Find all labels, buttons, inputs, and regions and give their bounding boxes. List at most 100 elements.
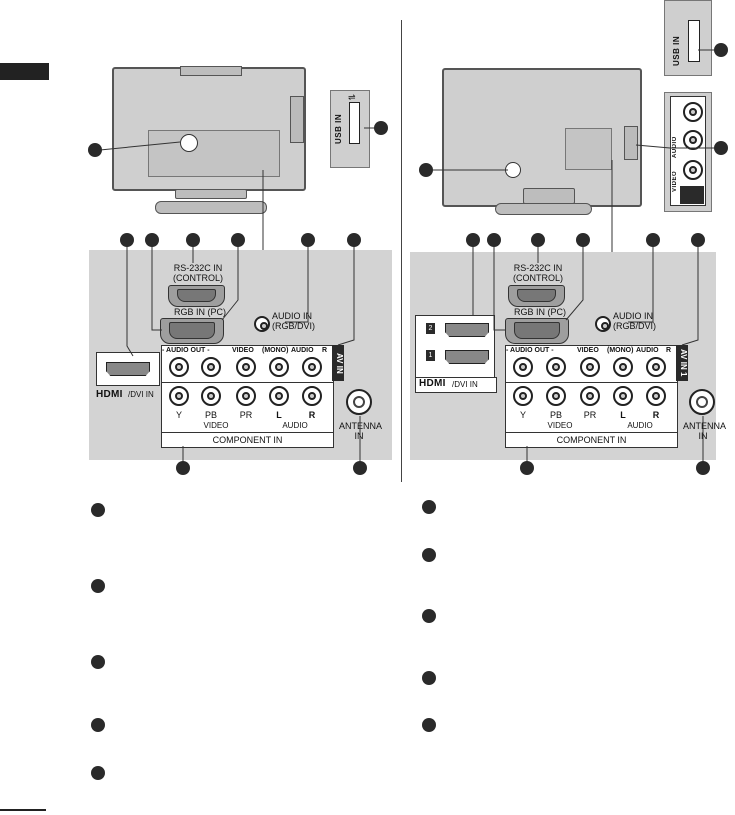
mono-label-left: (MONO) [262, 347, 289, 354]
antenna-label-left: ANTENNA [339, 421, 383, 431]
callout-marker [714, 141, 728, 155]
y-label-left: Y [175, 410, 182, 420]
antenna-sub-left: IN [354, 431, 364, 441]
callout-marker [520, 461, 534, 475]
callout-marker [231, 233, 245, 247]
component-pr-jack-right [580, 386, 600, 406]
center-divider [401, 20, 402, 482]
pr-label-left: PR [239, 410, 253, 420]
callout-marker [691, 233, 705, 247]
antenna-label-right: ANTENNA [683, 421, 727, 431]
av-audio-l-jack-left [269, 357, 289, 377]
callout-marker [466, 233, 480, 247]
audio-out-l-jack-right [513, 357, 533, 377]
audio-group-label-left: AUDIO [282, 421, 308, 430]
rgb-pins-right [514, 322, 560, 339]
list-marker [422, 609, 436, 623]
pb-label-right: PB [549, 410, 562, 420]
video-label-right: VIDEO [577, 347, 599, 354]
callout-marker [88, 143, 102, 157]
tv-stand-base-right [495, 203, 592, 215]
list-marker [91, 718, 105, 732]
tv-stand-neck-left [175, 189, 247, 199]
side-av-tag [680, 186, 704, 204]
tv-side-bay-right [624, 126, 638, 160]
usb-symbol-left: ⇌ [348, 92, 356, 102]
mono-label-right: (MONO) [607, 347, 634, 354]
list-marker [422, 718, 436, 732]
hdmi-port-2 [445, 323, 489, 337]
section-tab [0, 63, 49, 80]
callout-marker [374, 121, 388, 135]
component-audio-r-jack-right [646, 386, 666, 406]
hdmi-port-left [106, 362, 150, 376]
audio-in-rgb-jack-left [254, 316, 270, 332]
av-video-jack-right [580, 357, 600, 377]
av-in-tag-left: AV IN [332, 345, 344, 381]
component-in-label-left: COMPONENT IN [161, 432, 334, 448]
audio-out-label-right: - AUDIO OUT - [506, 347, 554, 354]
callout-marker [353, 461, 367, 475]
av-audio-r-jack-right [646, 357, 666, 377]
callout-marker [487, 233, 501, 247]
hdmi-port-2-number: 2 [426, 323, 435, 334]
usb-port-right [688, 20, 700, 62]
callout-marker [176, 461, 190, 475]
av-audio-r-jack-left [302, 357, 322, 377]
hdmi-logo-left: HDMI [96, 389, 123, 400]
callout-marker [714, 43, 728, 57]
r-label-strip-right: R [666, 347, 672, 354]
tv-handle-left [180, 66, 242, 76]
pb-label-left: PB [204, 410, 217, 420]
av-in-tag-right: AV IN 1 [676, 345, 688, 381]
list-marker [91, 503, 105, 517]
callout-marker [419, 163, 433, 177]
audio-group-label-right: AUDIO [627, 421, 653, 430]
hdmi-label-bar-right [415, 377, 497, 393]
av-video-jack-left [236, 357, 256, 377]
hdmi-port-1-number: 1 [426, 350, 435, 361]
r-label-strip-left: R [322, 347, 328, 354]
tv-port-bay-left [148, 130, 280, 177]
callout-marker [120, 233, 134, 247]
component-pb-jack-right [546, 386, 566, 406]
side-audio-r-jack [683, 102, 703, 122]
y-label-right: Y [519, 410, 526, 420]
callout-marker [301, 233, 315, 247]
audio-in-label-left: AUDIO IN [272, 311, 313, 321]
audio-out-r-jack-left [201, 357, 221, 377]
callout-marker [696, 461, 710, 475]
audio-out-r-jack-right [546, 357, 566, 377]
audio-in-rgb-jack-right [595, 316, 611, 332]
kensington-slot-left [180, 134, 198, 152]
audio-in-sub-right: (RGB/DVI) [613, 321, 657, 331]
rgb-label-right: RGB IN (PC) [513, 307, 566, 317]
rs232-label-right: RS-232C IN [513, 263, 563, 273]
usb-port-left [349, 102, 360, 144]
audio-out-l-jack-left [169, 357, 189, 377]
side-audio-l-jack [683, 130, 703, 150]
component-pb-jack-left [201, 386, 221, 406]
hdmi-label-left: /DVI IN [128, 390, 154, 399]
list-marker [422, 548, 436, 562]
rs232-label-left: RS-232C IN [173, 263, 223, 273]
audio-label-strip-left: AUDIO [291, 347, 314, 354]
tv-side-bay-left [290, 96, 304, 143]
hdmi-logo-right: HDMI [419, 378, 446, 389]
component-y-jack-right [513, 386, 533, 406]
video-group-label-left: VIDEO [203, 421, 229, 430]
list-marker [422, 500, 436, 514]
list-marker [91, 579, 105, 593]
list-marker [422, 671, 436, 685]
list-marker [91, 766, 105, 780]
callout-marker [145, 233, 159, 247]
audio-in-sub-left: (RGB/DVI) [272, 321, 316, 331]
pr-label-right: PR [583, 410, 597, 420]
rs232-sub-left: (CONTROL) [173, 273, 223, 283]
side-video-jack [683, 160, 703, 180]
tv-port-bay-right [565, 128, 612, 170]
audio-out-label-left: - AUDIO OUT - [162, 347, 210, 354]
r-label-left: R [308, 410, 316, 420]
video-label-left: VIDEO [232, 347, 254, 354]
